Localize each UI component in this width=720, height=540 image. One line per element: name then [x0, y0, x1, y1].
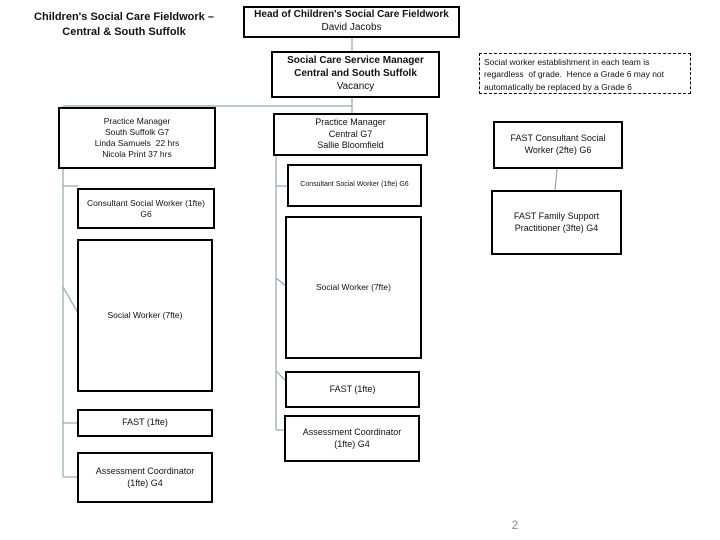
role-title: FAST Family Support — [513, 210, 600, 221]
box-head-of-childrens-social-care: Head of Children's Social Care Fieldwork… — [243, 6, 460, 38]
person-name: Vacancy — [336, 80, 375, 92]
slide-title: Children's Social Care Fieldwork – Centr… — [8, 10, 240, 40]
role-title: Social Worker (7fte) — [316, 282, 391, 293]
box-consultant-social-worker-central: Consultant Social Worker (1fte) G6 — [287, 164, 422, 207]
box-practice-manager-central: Practice Manager Central G7 Sallie Bloom… — [273, 113, 428, 156]
role-title: Assessment Coordinator — [302, 426, 402, 437]
person-name: David Jacobs — [321, 22, 382, 33]
role-title: Head of Children's Social Care Fieldwork — [254, 9, 449, 21]
role-title: Social Worker (7fte) — [107, 310, 183, 321]
role-title: Worker (2fte) G6 — [524, 145, 592, 155]
role-area: South Suffolk G7 — [104, 126, 170, 137]
box-assessment-coordinator-central: Assessment Coordinator (1fte) G4 — [284, 415, 420, 462]
box-consultant-social-worker-south: Consultant Social Worker (1fte) G6 — [77, 188, 215, 229]
box-assessment-coordinator-south: Assessment Coordinator (1fte) G4 — [77, 452, 213, 503]
slide-title-line2: Central & South Suffolk — [62, 25, 186, 38]
role-title: FAST (1fte) — [122, 417, 168, 428]
box-social-worker-south: Social Worker (7fte) — [77, 239, 213, 392]
role-title: FAST (1fte) — [329, 383, 376, 394]
role-area: Central G7 — [328, 128, 373, 139]
person-name: Nicola Print 37 hrs — [102, 148, 172, 159]
role-area: Central and South Suffolk — [294, 68, 417, 80]
role-title: Assessment Coordinator — [95, 465, 195, 476]
role-title: Practitioner (3fte) G4 — [514, 222, 599, 233]
role-title: Social Care Service Manager — [287, 55, 424, 67]
role-grade: (1fte) G4 — [334, 438, 370, 449]
person-name: Sallie Bloomfield — [317, 140, 384, 151]
box-fast-consultant-social-worker: FAST Consultant Social Worker (2fte) G6 — [493, 121, 623, 169]
box-social-worker-central: Social Worker (7fte) — [285, 216, 422, 359]
role-title: Practice Manager — [103, 116, 171, 126]
box-fast-south: FAST (1fte) — [77, 409, 213, 437]
box-practice-manager-south-suffolk: Practice Manager South Suffolk G7 Linda … — [58, 107, 216, 169]
slide-title-line1: Children's Social Care Fieldwork – — [34, 11, 214, 23]
role-title: Consultant Social Worker (1fte) — [87, 197, 205, 208]
page-number: 2 — [511, 518, 519, 532]
box-fast-central: FAST (1fte) — [285, 371, 420, 408]
role-title: Consultant Social Worker (1fte) G6 — [300, 181, 409, 189]
role-title: FAST Consultant Social — [510, 133, 606, 144]
box-social-care-service-manager: Social Care Service Manager Central and … — [271, 51, 440, 98]
role-title: Practice Manager — [315, 117, 386, 128]
box-fast-family-support-practitioner: FAST Family Support Practitioner (3fte) … — [491, 190, 622, 255]
person-name: Linda Samuels 22 hrs — [94, 137, 180, 148]
note-social-worker-establishment: Social worker establishment in each team… — [479, 53, 691, 94]
role-grade: (1fte) G4 — [127, 477, 163, 488]
role-grade: G6 — [140, 208, 152, 219]
